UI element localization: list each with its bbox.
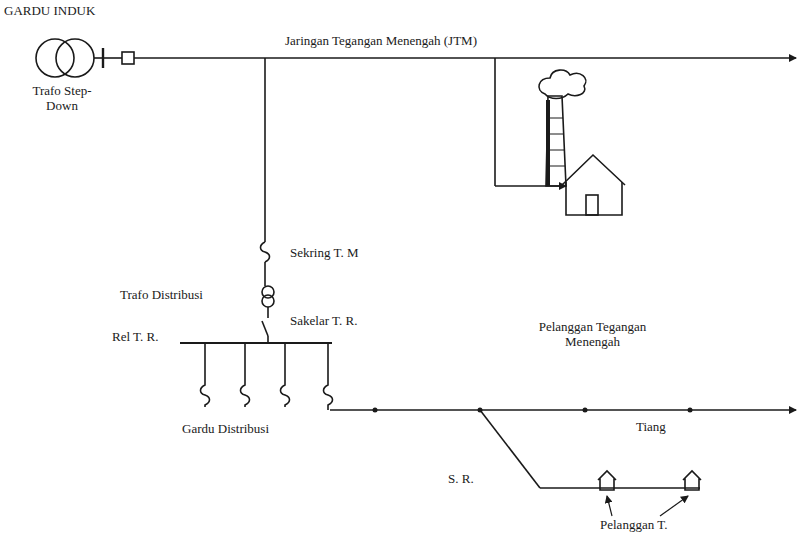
service-line-label: S. R.	[448, 472, 498, 487]
customer-label: Pelanggan Tegangan Menengah	[515, 320, 670, 350]
fuse-feeder	[201, 343, 210, 407]
fuse-label: Sekring T. M	[290, 246, 400, 261]
fuse-feeder	[281, 343, 290, 407]
fuse-feeder	[324, 343, 333, 410]
transformer-label: Trafo Distribusi	[120, 288, 255, 303]
pole-label: Tiang	[636, 420, 696, 435]
pole-dot	[688, 408, 693, 413]
switch-label: Sakelar T. R.	[290, 314, 400, 329]
fuse-feeder	[241, 343, 250, 407]
substation-label: Gardu Distribusi	[182, 422, 312, 437]
substation-label: GARDU INDUK	[4, 4, 144, 19]
pole-dot	[583, 408, 588, 413]
pole-dot	[373, 408, 378, 413]
customer-label: Pelanggan T.	[600, 518, 720, 533]
pole-dot	[478, 408, 483, 413]
transformer-label: Trafo Step-Down	[28, 84, 96, 114]
network-label: Jaringan Tegangan Menengah (JTM)	[285, 34, 545, 49]
busbar-label: Rel T. R.	[112, 330, 182, 345]
